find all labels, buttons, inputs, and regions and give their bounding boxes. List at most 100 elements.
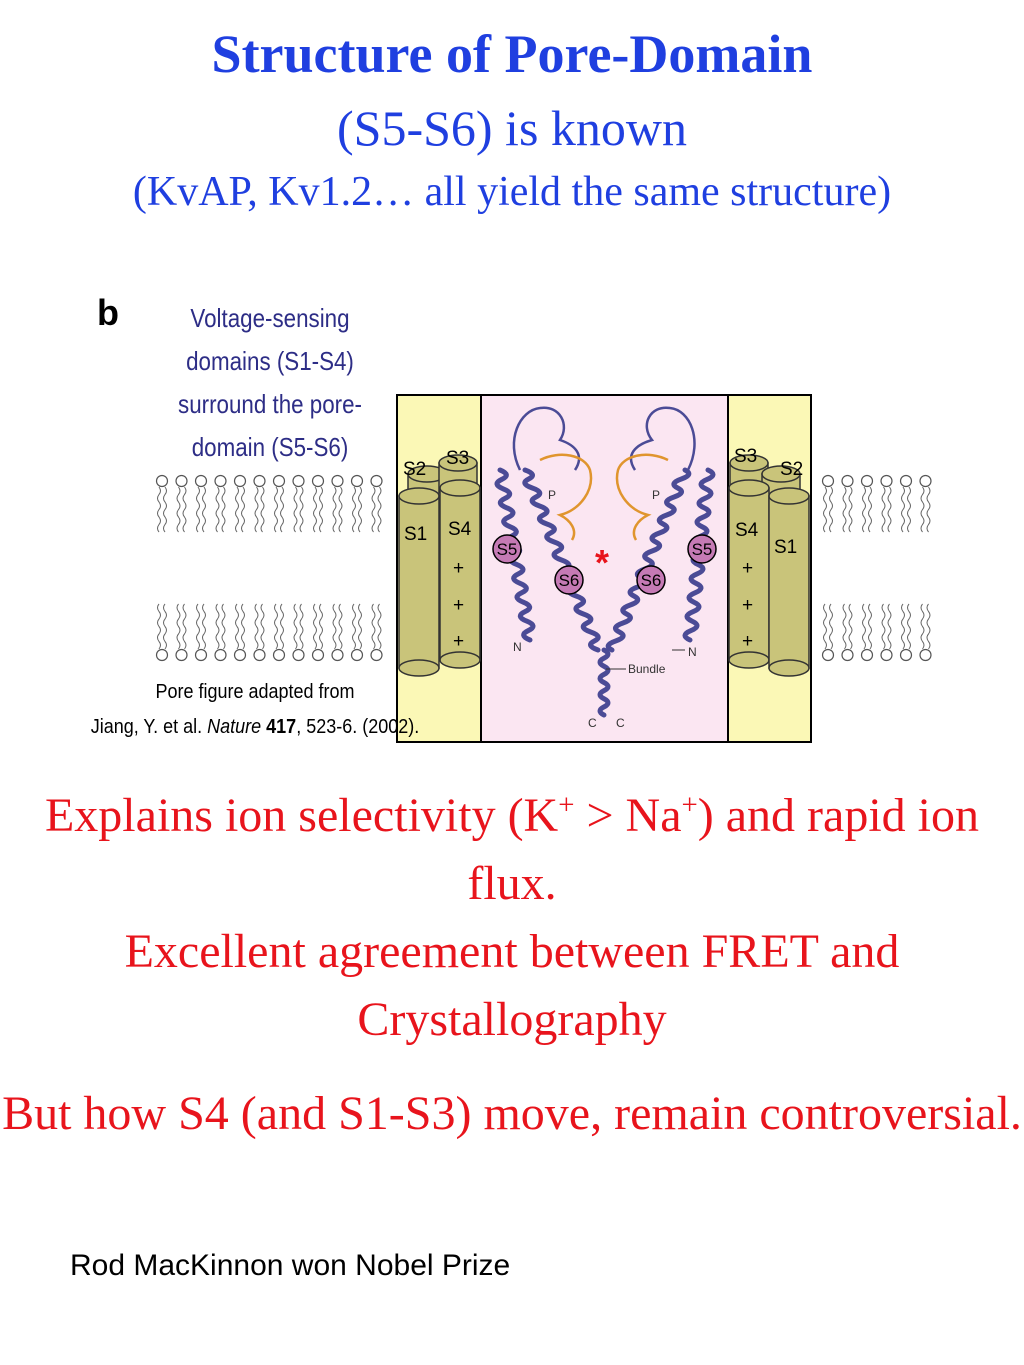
lipid-head bbox=[292, 648, 305, 662]
lipid-head bbox=[899, 474, 913, 488]
lipid-tail bbox=[157, 486, 161, 533]
p-right-label: P bbox=[652, 488, 660, 502]
helix-ribbon bbox=[522, 467, 601, 653]
lipid-tail bbox=[157, 603, 161, 650]
lipid-tail bbox=[241, 486, 245, 533]
lipid-head bbox=[841, 474, 854, 488]
lipid-tail bbox=[332, 486, 337, 533]
credit-authors: Jiang, Y. et al. bbox=[90, 716, 208, 738]
figure-caption: Voltage-sensing domains (S1-S4) surround… bbox=[178, 303, 362, 462]
lipid-tail bbox=[862, 603, 866, 650]
right-s3-label: S3 bbox=[734, 446, 757, 467]
c-right-label: C bbox=[616, 716, 625, 730]
lipid-head bbox=[821, 474, 835, 488]
agreement-paragraph: Excellent agreement between FRET and Cry… bbox=[124, 925, 900, 1046]
lipid-tail bbox=[901, 486, 905, 533]
lipid-tail bbox=[829, 486, 833, 533]
s6-left-label: S6 bbox=[559, 571, 580, 590]
lipid-head bbox=[860, 648, 874, 662]
lipid-tail bbox=[881, 486, 886, 533]
lipid-head bbox=[175, 648, 188, 662]
lipid-tail bbox=[215, 603, 220, 650]
lipid-tail bbox=[313, 486, 317, 533]
helix-ribbon bbox=[605, 467, 692, 653]
lipid-head bbox=[880, 648, 893, 662]
lipid-tail bbox=[163, 603, 167, 650]
n-right-label: N bbox=[688, 645, 697, 659]
lipid-tail bbox=[215, 486, 220, 533]
lipid-head bbox=[880, 474, 893, 488]
lipid-tail bbox=[241, 603, 245, 650]
p1-sup-k: + bbox=[558, 789, 575, 821]
lipid-head bbox=[155, 648, 169, 662]
slide-subtitle: (S5-S6) is known bbox=[336, 100, 688, 156]
right-s4-label: S4 bbox=[735, 520, 759, 541]
lipid-head bbox=[233, 648, 247, 662]
p1-sup-na: + bbox=[681, 789, 698, 821]
lipid-tail bbox=[293, 486, 298, 533]
lipid-bilayer-left bbox=[155, 474, 383, 662]
controversy-paragraph: But how S4 (and S1-S3) move, remain cont… bbox=[2, 1087, 1022, 1140]
s6-left-badge bbox=[554, 565, 584, 595]
lipid-head bbox=[233, 474, 247, 488]
lipid-tail bbox=[352, 486, 356, 533]
lipid-tail bbox=[274, 486, 278, 533]
right-cylinders bbox=[728, 454, 810, 677]
lipid-head bbox=[899, 648, 913, 662]
lipid-tail bbox=[202, 603, 206, 650]
lipid-tail bbox=[848, 603, 853, 650]
credit-pages: , 523-6. (2002). bbox=[296, 716, 420, 738]
figure-credit-line2: Jiang, Y. et al. Nature 417, 523-6. (200… bbox=[62, 716, 449, 739]
lipid-tail bbox=[332, 603, 337, 650]
lipid-head bbox=[272, 474, 286, 488]
lipid-tail bbox=[176, 603, 181, 650]
lipid-tail bbox=[182, 486, 187, 533]
lipid-tail bbox=[926, 486, 931, 533]
lipid-tail bbox=[829, 603, 833, 650]
lipid-tail bbox=[182, 603, 187, 650]
lipid-tail bbox=[176, 486, 181, 533]
lipid-tail bbox=[260, 603, 265, 650]
left-s4-label: S4 bbox=[448, 519, 472, 540]
lipid-tail bbox=[254, 603, 259, 650]
bundle-label: Bundle bbox=[628, 662, 666, 676]
left-s1-label: S1 bbox=[404, 524, 427, 545]
credit-journal: Nature bbox=[207, 716, 262, 738]
p1-text-b: > Na bbox=[574, 789, 682, 842]
lipid-tail bbox=[254, 486, 259, 533]
figure-credit-line1: Pore figure adapted from bbox=[155, 681, 355, 703]
lipid-head bbox=[821, 648, 835, 662]
lipid-tail bbox=[907, 486, 911, 533]
lipid-tail bbox=[358, 603, 362, 650]
lipid-tail bbox=[319, 603, 323, 650]
left-charge-3: + bbox=[453, 631, 464, 652]
slide-title: Structure of Pore-Domain bbox=[211, 24, 813, 84]
explanation-paragraph: Explains ion selectivity (K+ > Na+) and … bbox=[0, 782, 1024, 1054]
lipid-tail bbox=[221, 486, 226, 533]
lipid-tail bbox=[319, 486, 323, 533]
lipid-tail bbox=[887, 486, 892, 533]
lipid-tail bbox=[280, 486, 284, 533]
lipid-tail bbox=[202, 486, 206, 533]
lipid-head bbox=[214, 474, 227, 488]
right-charge-3: + bbox=[742, 631, 753, 652]
right-charge-1: + bbox=[742, 558, 753, 579]
selectivity-filter-star: * bbox=[595, 542, 609, 583]
lipid-head bbox=[331, 474, 344, 488]
s6-right-label: S6 bbox=[641, 571, 662, 590]
lipid-tail bbox=[920, 603, 925, 650]
left-s3-label: S3 bbox=[446, 448, 469, 469]
lipid-tail bbox=[868, 603, 872, 650]
lipid-head bbox=[292, 474, 305, 488]
lipid-head bbox=[919, 648, 932, 662]
lipid-head bbox=[370, 648, 383, 662]
lipid-tail bbox=[920, 486, 925, 533]
n-left-label: N bbox=[513, 640, 522, 654]
credit-volume: 417 bbox=[266, 716, 297, 738]
lipid-head bbox=[194, 648, 208, 662]
lipid-tail bbox=[293, 603, 298, 650]
lipid-tail bbox=[377, 486, 382, 533]
lipid-head bbox=[214, 648, 227, 662]
lipid-head bbox=[919, 474, 932, 488]
